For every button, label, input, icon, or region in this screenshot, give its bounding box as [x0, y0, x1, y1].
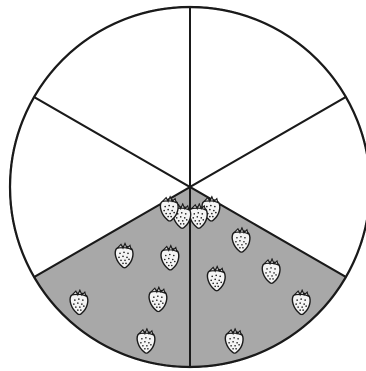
fraction-circle: [0, 0, 366, 371]
fraction-circle-diagram: [0, 0, 366, 371]
